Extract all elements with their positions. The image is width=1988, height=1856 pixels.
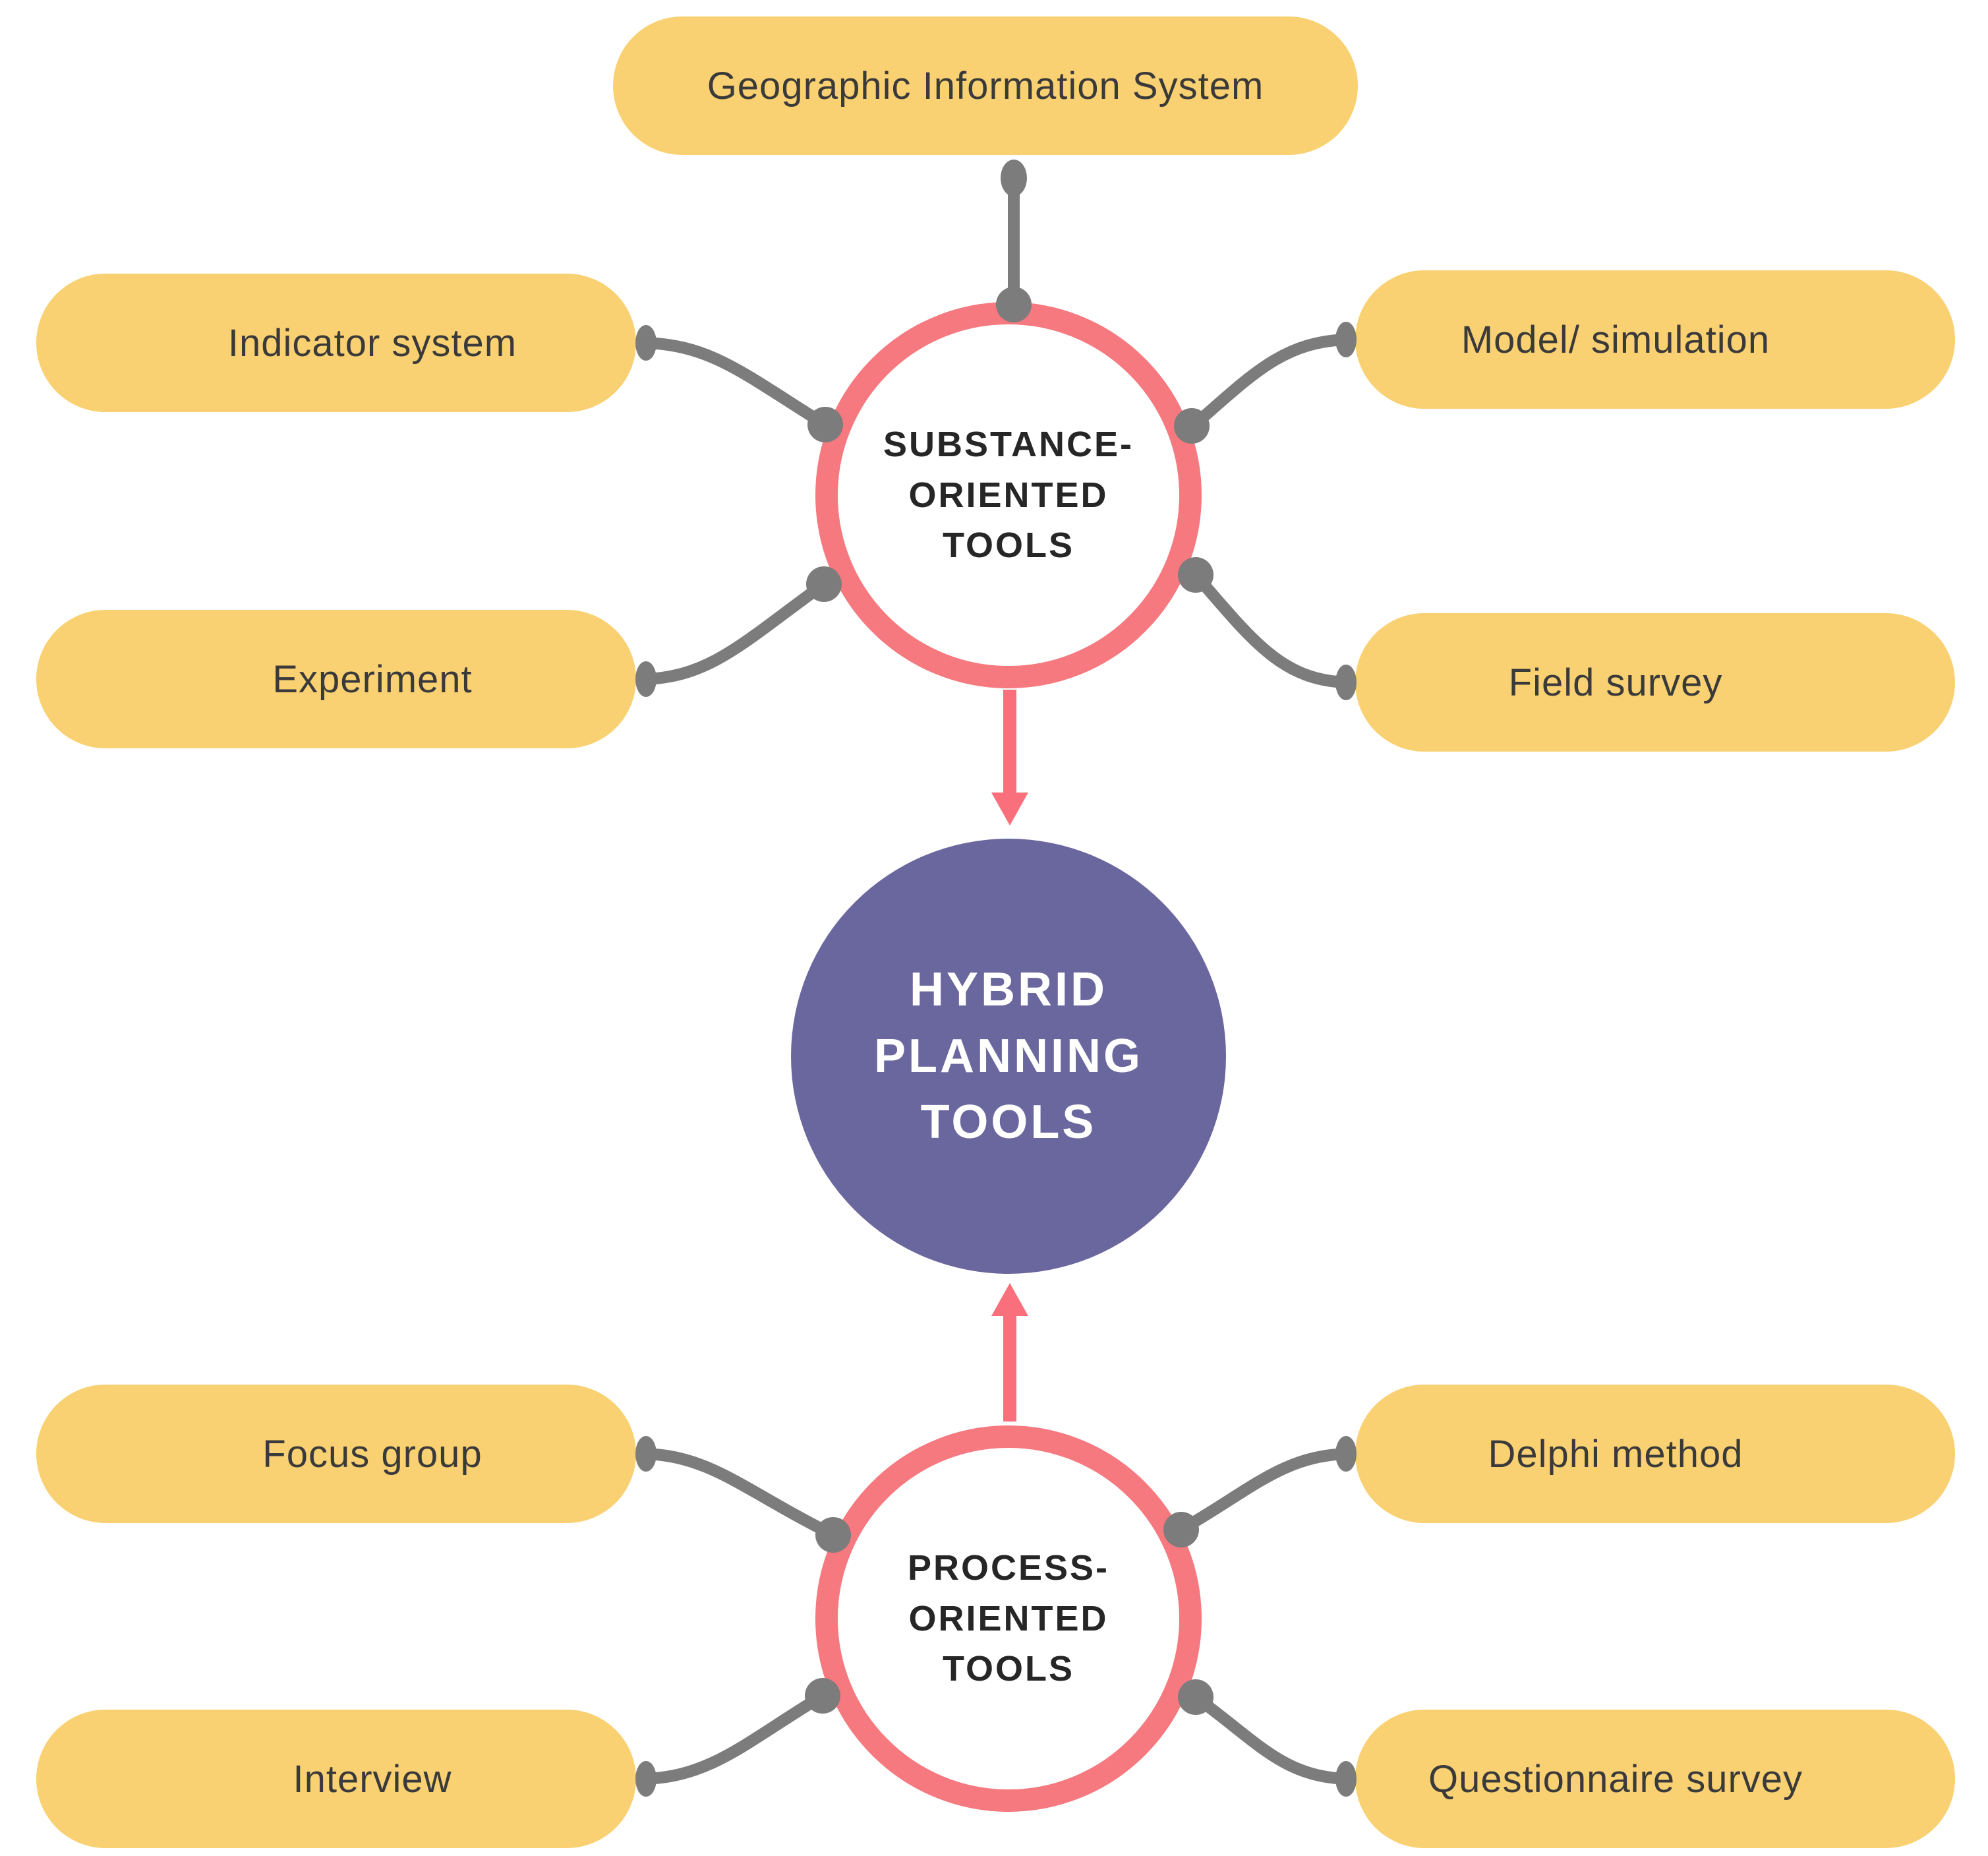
tool-node-geographic-information-system: Geographic Information System [613,16,1358,155]
tool-node-label: Indicator system [227,321,517,365]
tool-node-label: Geographic Information System [707,64,1264,107]
arrow-head-icon [991,1283,1028,1316]
connector-dot [1335,1436,1357,1472]
tool-node-interview: Interview [36,1710,636,1848]
connector-indicator-to-substance [640,337,831,431]
group-node-process-oriented-tools: PROCESS-ORIENTED TOOLS [815,1425,1202,1812]
connector-model-to-substance [1187,334,1352,432]
connector-field-to-substance [1190,569,1352,688]
tool-node-label: Model/ simulation [1461,318,1770,361]
tool-node-field-survey: Field survey [1355,613,1955,752]
connector-dot [635,325,657,361]
connector-experiment-to-substance [640,578,830,685]
group-node-substance-oriented-tools: SUBSTANCE-ORIENTED TOOLS [815,302,1202,688]
tool-node-model-simulation: Model/ simulation [1355,270,1955,409]
group-node-label: PROCESS-ORIENTED TOOLS [907,1547,1110,1689]
connector-focus-to-process [640,1448,839,1541]
connector-dot [635,1436,657,1472]
connector-dot [635,1761,657,1797]
tool-node-label: Questionnaire survey [1428,1757,1803,1801]
arrow-head-icon [991,793,1028,825]
tool-node-indicator-system: Indicator system [36,274,636,412]
connector-dot [1001,160,1027,196]
connector-questionnaire-to-process [1190,1691,1352,1785]
connector-dot [1335,1761,1357,1797]
tool-node-focus-group: Focus group [36,1385,636,1523]
tool-node-label: Field survey [1508,661,1723,704]
arrow-substance-to-hybrid [991,690,1028,825]
hub-node-label: HYBRID PLANNING TOOLS [874,963,1143,1149]
connector-dot [1335,665,1357,700]
arrow-process-to-hybrid [991,1283,1028,1422]
connector-dot [635,661,657,697]
connector-dot [1335,322,1357,357]
tool-node-questionnaire-survey: Questionnaire survey [1355,1710,1955,1848]
tool-node-delphi-method: Delphi method [1355,1385,1955,1523]
hub-node-hybrid-planning-tools: HYBRID PLANNING TOOLS [791,839,1226,1274]
group-node-label: SUBSTANCE-ORIENTED TOOLS [883,424,1134,566]
connector-interview-to-process [640,1690,829,1785]
tool-node-label: Experiment [272,657,473,701]
connector-delphi-to-process [1175,1448,1352,1536]
tool-node-label: Interview [293,1757,452,1801]
tool-node-experiment: Experiment [36,610,636,748]
tool-node-label: Focus group [262,1432,482,1476]
tool-node-label: Delphi method [1488,1432,1743,1476]
